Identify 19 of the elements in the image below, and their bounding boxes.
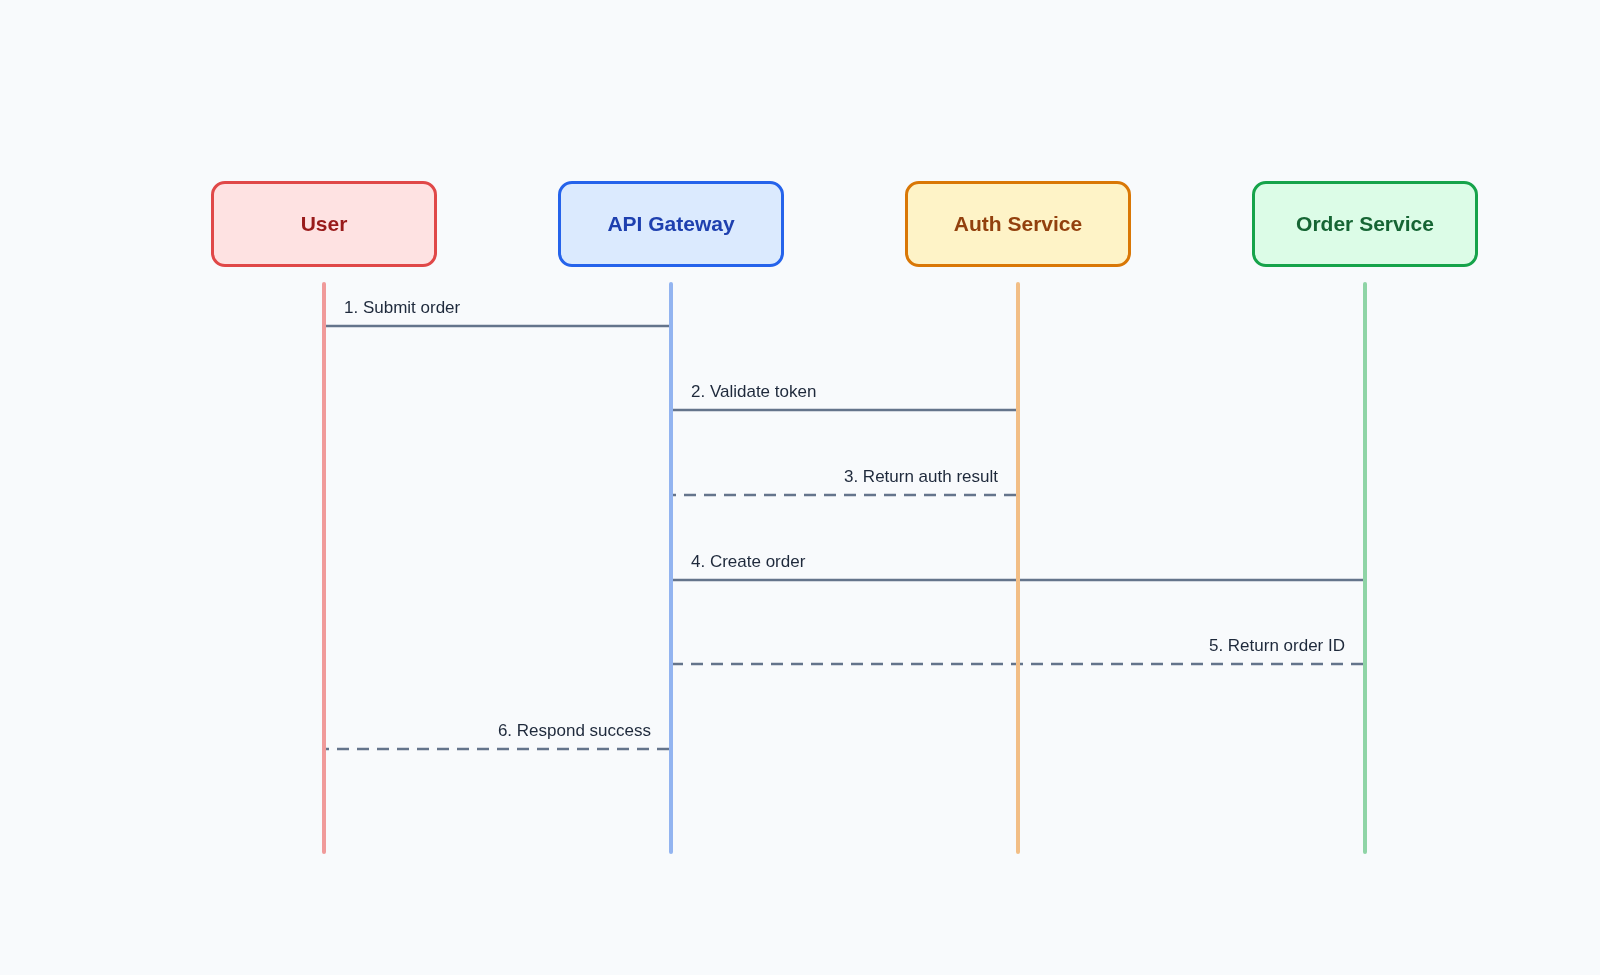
participant-name: Auth Service — [953, 212, 1083, 236]
message-line — [673, 578, 1363, 582]
participant-box — [211, 181, 437, 267]
participant-box — [905, 181, 1131, 267]
message-line — [326, 747, 669, 751]
message-line — [326, 324, 669, 328]
participant-name: API Gateway — [607, 212, 735, 236]
lifeline — [1016, 282, 1020, 854]
message-line — [673, 662, 1363, 666]
participant-name: User — [300, 212, 348, 236]
participant-box — [558, 181, 784, 267]
participant-name: Order Service — [1296, 212, 1434, 236]
message-line — [673, 493, 1016, 497]
participant-box — [1252, 181, 1478, 267]
lifeline — [322, 282, 326, 854]
message-label: 6. Respond success — [495, 721, 653, 741]
lifeline — [669, 282, 673, 854]
message-line — [673, 408, 1016, 412]
lifeline — [1363, 282, 1367, 854]
